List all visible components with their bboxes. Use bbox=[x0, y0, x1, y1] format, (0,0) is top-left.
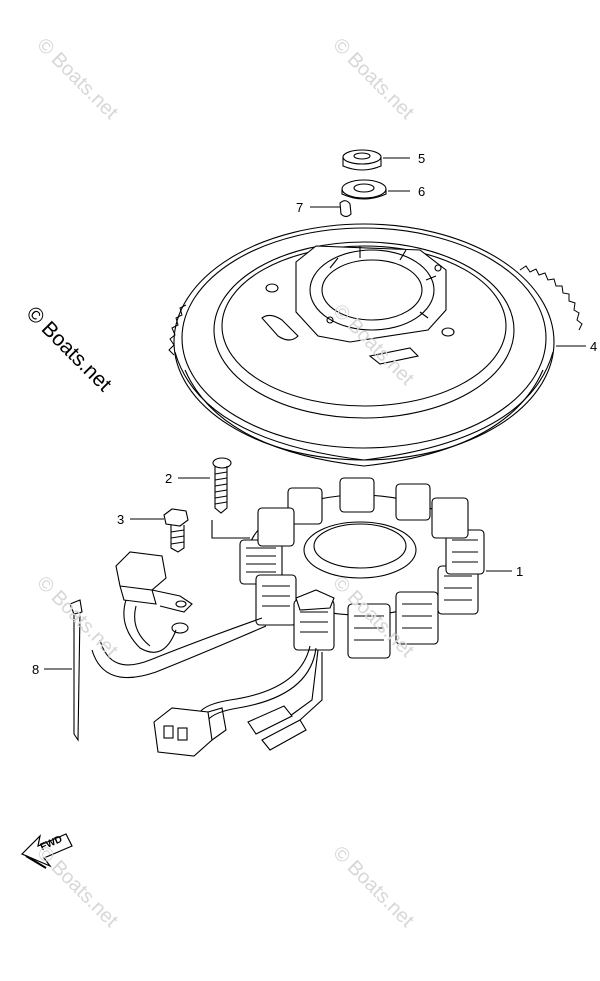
flywheel-part bbox=[168, 223, 583, 467]
callout-4: 4 bbox=[590, 339, 598, 354]
key-part bbox=[339, 200, 352, 218]
callout-1: 1 bbox=[516, 564, 524, 579]
callout-8: 8 bbox=[32, 662, 40, 677]
callout-7: 7 bbox=[296, 200, 304, 215]
callout-2: 2 bbox=[165, 471, 173, 486]
stator-part bbox=[211, 477, 485, 659]
terminal-parts bbox=[247, 705, 307, 751]
wire-harness bbox=[91, 617, 323, 721]
bolt-part bbox=[163, 508, 189, 553]
pulser-coil-part bbox=[115, 551, 193, 653]
callout-3: 3 bbox=[117, 512, 125, 527]
washer-part bbox=[341, 179, 387, 200]
callout-5: 5 bbox=[418, 151, 426, 166]
callout-6: 6 bbox=[418, 184, 426, 199]
leader-lines bbox=[44, 157, 586, 670]
connector-part bbox=[153, 707, 227, 757]
screw-part bbox=[212, 457, 232, 514]
cable-tie-part bbox=[69, 599, 83, 742]
nut-part bbox=[342, 149, 382, 171]
fwd-arrow-icon bbox=[20, 833, 73, 869]
